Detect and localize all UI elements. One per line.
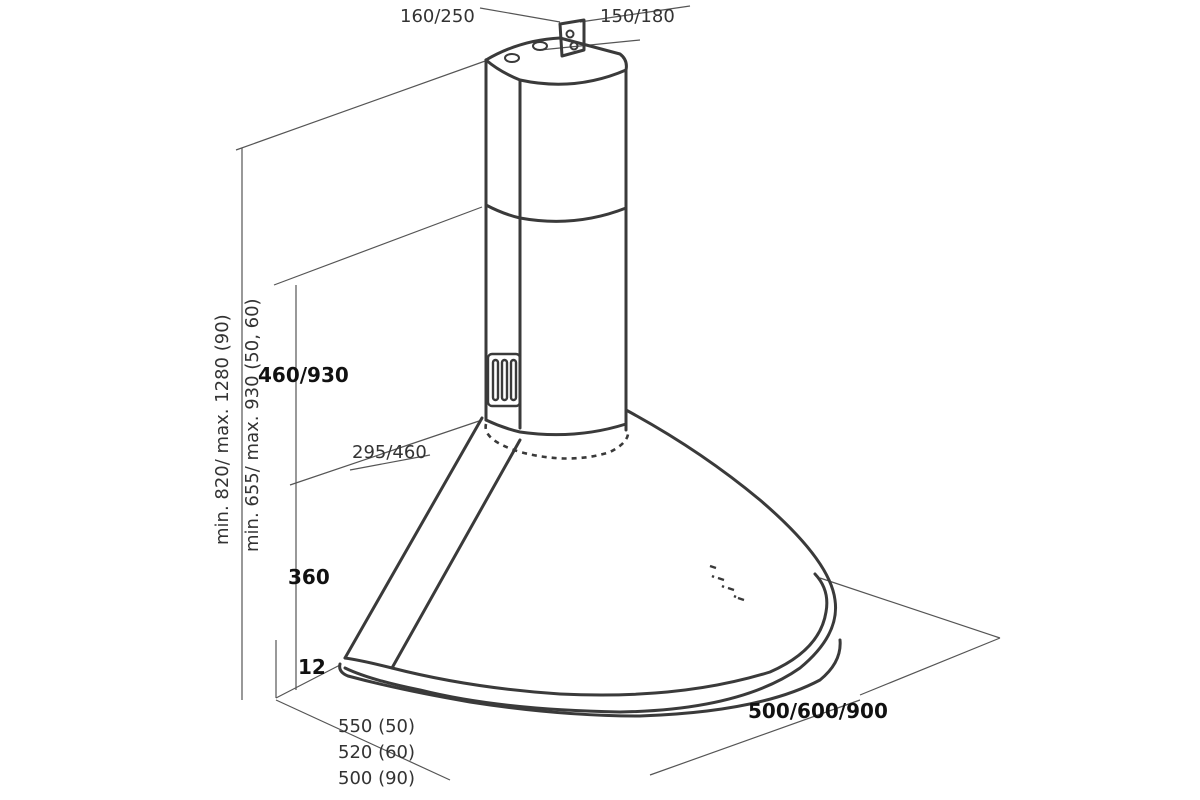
dim-chimney-height: 460/930: [258, 363, 349, 387]
chimney: [484, 18, 628, 437]
dim-chimney-depth: 295/460: [352, 442, 427, 463]
dim-width: 500/600/900: [748, 699, 888, 723]
dimension-lines: [235, 5, 1001, 781]
control-buttons: [709, 564, 745, 602]
dim-vertical-long-1: min. 820/ max. 1280 (90): [212, 314, 233, 545]
dim-hood-height: 360: [288, 565, 330, 589]
dim-vertical-long-2: min. 655/ max. 930 (50, 60): [242, 298, 263, 552]
dim-depth-1: 550 (50): [338, 716, 415, 737]
dim-top-right: 150/180: [600, 6, 675, 27]
ventilation-grille: [486, 352, 522, 408]
dim-top-left: 160/250: [400, 6, 475, 27]
dimension-labels: 160/250 150/180 460/930 295/460 min. 820…: [212, 6, 888, 789]
dim-rim-height: 12: [298, 655, 326, 679]
dim-depth-3: 500 (90): [338, 768, 415, 789]
dim-depth-2: 520 (60): [338, 742, 415, 763]
hood-body: [338, 408, 842, 718]
